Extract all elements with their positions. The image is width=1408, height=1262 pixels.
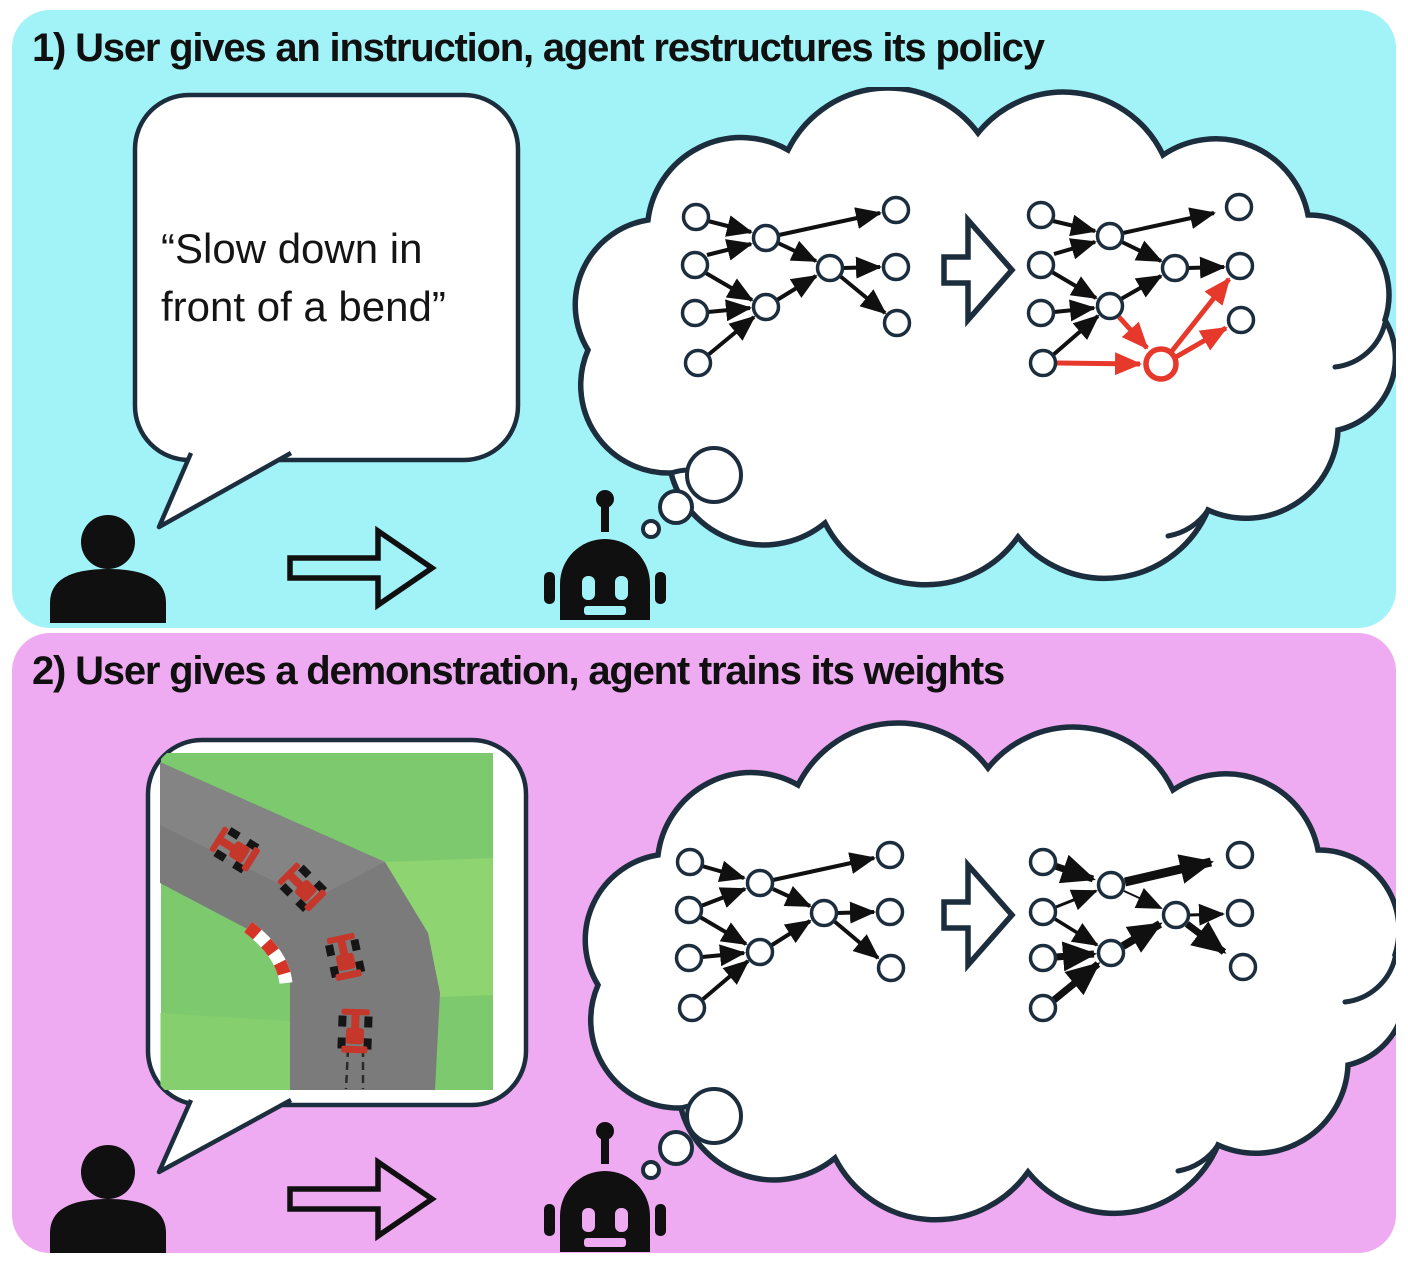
speech-bubble: “Slow down in front of a bend” [132,92,521,530]
panel2-graphics [50,715,1396,1253]
right-arrow-icon [290,1162,432,1236]
skid-marks [344,1048,365,1090]
panel-demonstration: 2) User gives a demonstration, agent tra… [12,633,1396,1253]
person-icon [50,515,166,623]
network-nodes [674,840,906,1023]
added-red-node [1143,346,1179,382]
panel1-graphics: “Slow down in front of a bend” [50,87,1396,623]
panel1-title: 1) User gives an instruction, agent rest… [32,26,1045,70]
network-edges [702,207,887,357]
network-nodes [1028,840,1258,1023]
right-arrow-icon [290,531,432,605]
car-racing-demo-image [160,753,493,1090]
speech-bubble [145,737,529,1175]
neural-network-trained-weights [1028,840,1258,1023]
curb-stripes [244,921,293,984]
panel2-title: 2) User gives a demonstration, agent tra… [32,649,1005,693]
network-edges [1051,854,1227,1003]
robot-icon [544,490,666,620]
neural-network-before [674,840,906,1023]
speech-text-line1: “Slow down in [161,225,422,272]
speech-text-line2: front of a bend” [161,283,446,330]
network-edges [1050,207,1226,357]
thought-cloud [585,723,1396,1220]
person-icon [50,1145,166,1253]
added-red-edges [1056,277,1231,376]
network-nodes [1026,192,1256,382]
neural-network-restructured [1026,192,1256,382]
thought-cloud [575,88,1395,585]
network-nodes [680,195,912,378]
robot-icon [544,1122,666,1252]
panel-instruction: 1) User gives an instruction, agent rest… [12,10,1396,628]
network-edges [698,852,880,1002]
neural-network-before [680,195,912,378]
